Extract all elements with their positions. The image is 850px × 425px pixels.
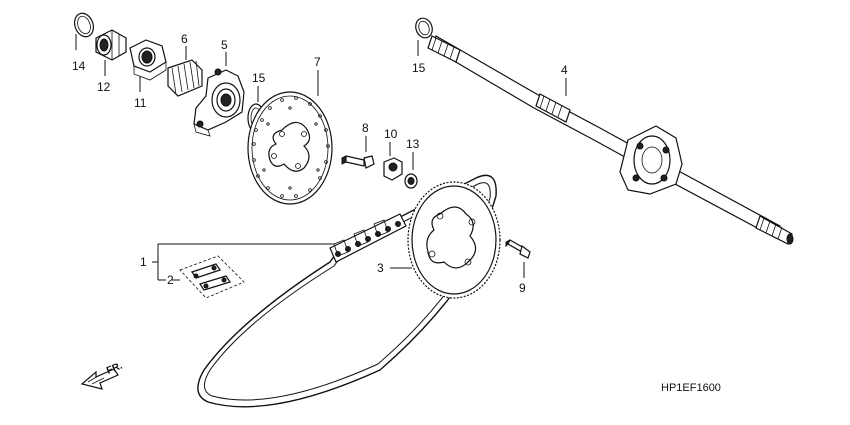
master-link-2 xyxy=(172,255,245,299)
bolt-8 xyxy=(341,136,375,169)
sprocket-3 xyxy=(390,181,501,299)
callout-4: 4 xyxy=(561,63,568,77)
callout-13: 13 xyxy=(406,137,420,151)
callout-2: 2 xyxy=(167,273,174,287)
callout-3: 3 xyxy=(377,261,384,275)
callout-10: 10 xyxy=(384,127,398,141)
lock-nut-12 xyxy=(95,29,127,76)
nut-10 xyxy=(383,142,403,181)
spring-sleeve-6 xyxy=(167,46,203,97)
snap-ring-14 xyxy=(73,12,95,50)
bearing-holder-5 xyxy=(193,52,245,137)
brake-disc-7 xyxy=(247,70,333,205)
callout-15-left: 15 xyxy=(252,71,266,85)
callout-1: 1 xyxy=(140,255,147,269)
rear-axle-4 xyxy=(427,35,794,245)
callout-9: 9 xyxy=(519,281,526,295)
front-direction-arrow-icon xyxy=(80,368,119,390)
callout-6: 6 xyxy=(181,32,188,46)
callout-5: 5 xyxy=(221,38,228,52)
callout-15-right: 15 xyxy=(412,61,426,75)
callout-14: 14 xyxy=(72,59,86,73)
callout-12: 12 xyxy=(97,80,111,94)
diagram-code: HP1EF1600 xyxy=(661,382,721,394)
callout-7: 7 xyxy=(314,55,321,69)
callout-1-bracket xyxy=(152,243,334,281)
callout-8: 8 xyxy=(362,121,369,135)
callout-11: 11 xyxy=(134,96,147,110)
bolt-9 xyxy=(505,239,531,278)
direction-label: FR. xyxy=(105,360,124,376)
hex-nut-11 xyxy=(129,39,167,92)
o-ring-15-right xyxy=(415,17,433,56)
washer-13 xyxy=(404,152,418,189)
